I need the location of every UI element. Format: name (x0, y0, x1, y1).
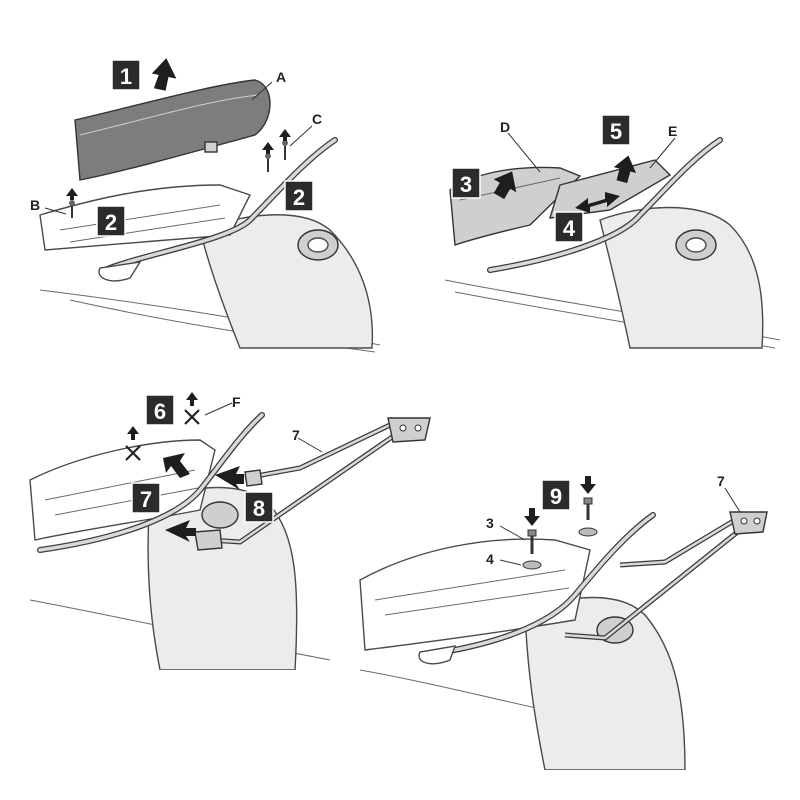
arrow-insert-icon (165, 520, 196, 542)
arrow-up-icon (127, 426, 139, 440)
step-2-badge (284, 180, 314, 212)
step-7-badge (131, 482, 161, 514)
label-f: F (232, 394, 241, 410)
step-8-number: 8 (253, 496, 265, 521)
seat (74, 79, 271, 181)
arrow-up-icon (279, 129, 291, 141)
arrow-double-icon (575, 192, 620, 213)
step-7-number: 7 (140, 487, 152, 512)
panel-remove-seat: 1 2 2 A B C (30, 58, 381, 353)
step-6-number: 6 (154, 399, 166, 424)
panel-fit-bracket: 6 7 8 F 7 (29, 392, 431, 670)
step-1-number: 1 (120, 64, 132, 89)
arrow-up-large-icon (613, 155, 637, 184)
washer-4 (522, 560, 542, 570)
arrow-down-icon (580, 476, 596, 494)
arrow-insert-icon (163, 453, 190, 478)
step-4-number: 4 (563, 216, 576, 241)
arrow-up-icon (66, 188, 78, 200)
arrow-up-large-icon (151, 58, 177, 91)
panel-fasten-screws: 9 3 4 7 (359, 473, 768, 770)
step-4-badge (554, 211, 584, 243)
label-e: E (668, 123, 677, 139)
arrow-down-icon (524, 508, 540, 526)
bracket-7 (194, 417, 431, 551)
step-9-badge (541, 479, 571, 511)
step-2-number: 2 (105, 210, 117, 235)
step-5-number: 5 (610, 119, 622, 144)
bracket-7 (564, 511, 768, 641)
arrow-up-large-icon (493, 171, 517, 200)
step-8-badge (244, 491, 274, 523)
remove-x-icon (184, 409, 200, 425)
label-7: 7 (717, 473, 725, 489)
screw-3 (583, 497, 593, 520)
screw-3 (527, 529, 537, 554)
step-9-number: 9 (550, 484, 562, 509)
step-2-number: 2 (293, 185, 305, 210)
step-6-badge (145, 394, 175, 426)
label-d: D (500, 119, 510, 135)
panel-remove-covers: 3 4 5 D E (444, 114, 781, 349)
label-a: A (276, 69, 286, 85)
screw-b (69, 200, 75, 218)
label-4: 4 (486, 551, 494, 567)
step-3-badge (451, 167, 481, 199)
step-1-badge (111, 59, 141, 91)
screw-c-right (282, 140, 288, 160)
cover-e (549, 159, 672, 219)
screw-c-left (265, 153, 271, 172)
label-c: C (312, 111, 322, 127)
step-3-number: 3 (460, 172, 472, 197)
step-5-badge (601, 114, 631, 146)
label-b: B (30, 197, 40, 213)
step-2-badge (96, 205, 126, 237)
label-3: 3 (486, 515, 494, 531)
remove-x-icon (125, 445, 141, 461)
washer-4 (578, 527, 598, 537)
arrow-insert-icon (215, 466, 244, 490)
arrow-up-icon (262, 142, 274, 154)
arrow-up-icon (186, 392, 198, 406)
label-7: 7 (292, 427, 300, 443)
